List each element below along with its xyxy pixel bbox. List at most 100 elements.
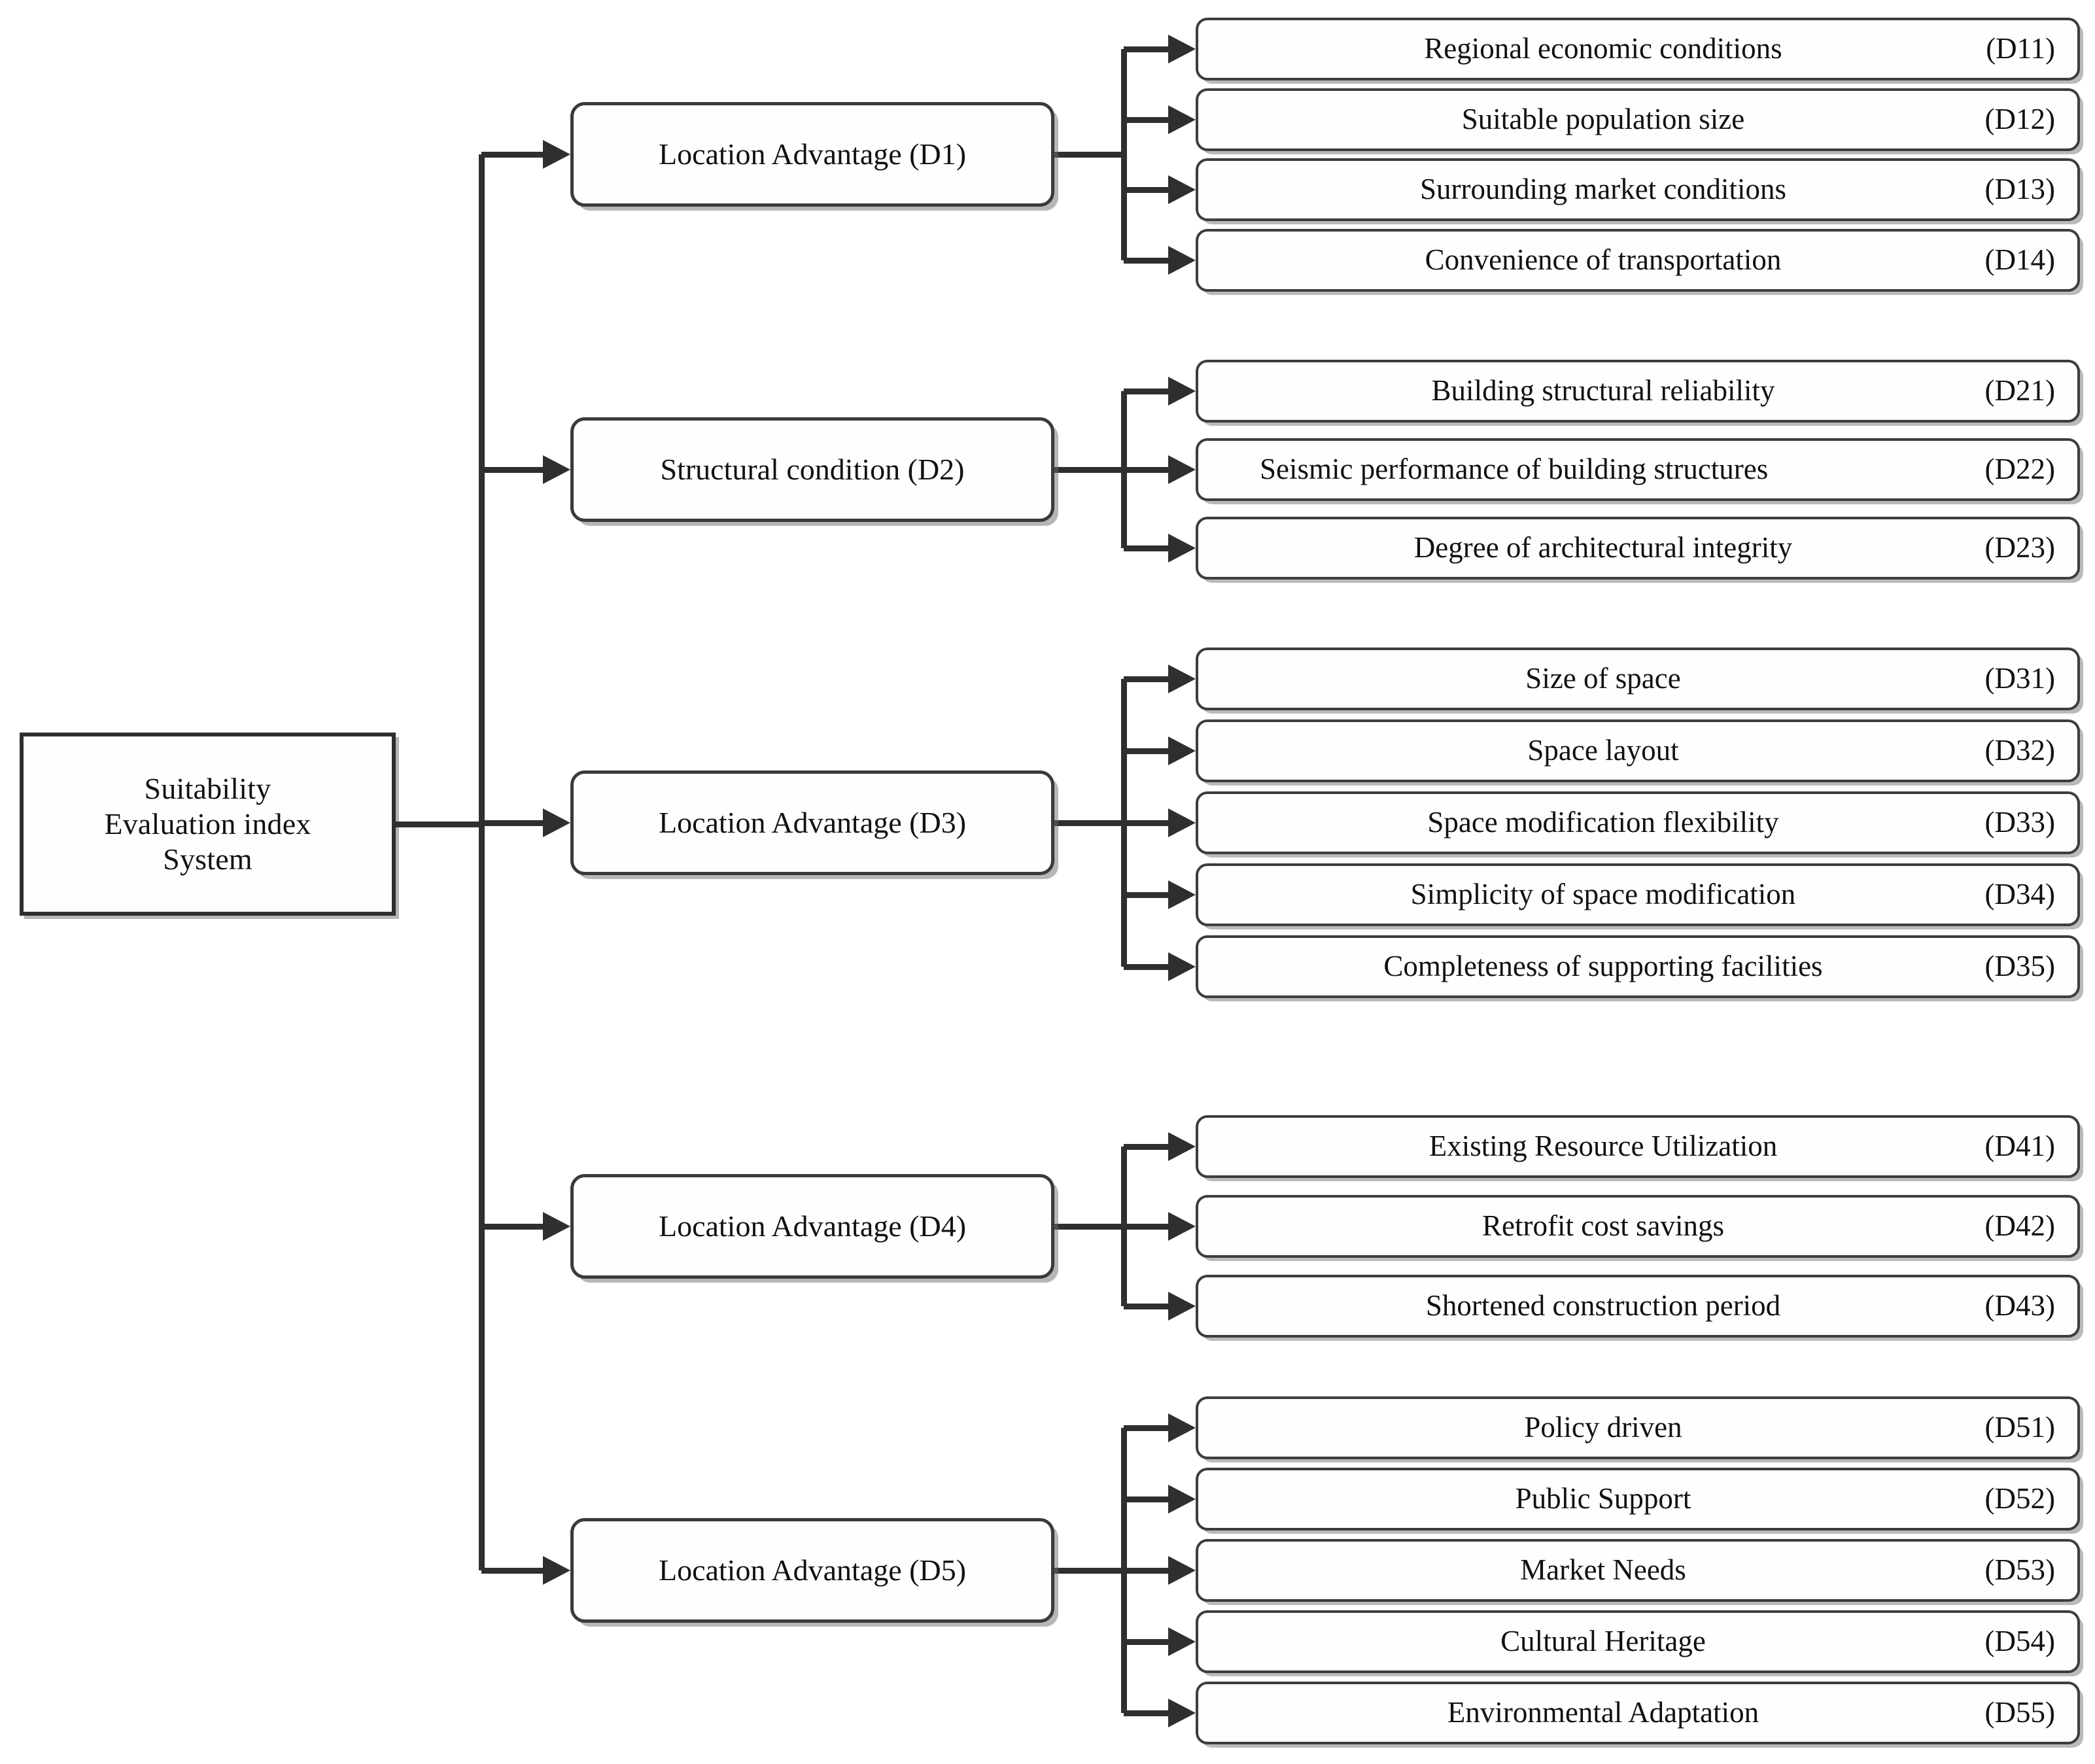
leaf-label-D35: Completeness of supporting facilities — [1383, 950, 1823, 983]
leaf-row-D14: Convenience of transportation(D14) — [1221, 243, 2055, 277]
leaf-label-D42: Retrofit cost savings — [1482, 1209, 1724, 1243]
root-node-label: Suitability Evaluation index System — [104, 771, 311, 878]
leaf-row-D33: Space modification flexibility (D33) — [1221, 805, 2055, 840]
leaf-branch-D5-5 — [1124, 1710, 1168, 1716]
leaf-label-D33: Space modification flexibility — [1427, 806, 1779, 839]
leaf-row-D21: Building structural reliability(D21) — [1221, 373, 2055, 408]
leaf-row-D32: Space layout(D32) — [1221, 733, 2055, 768]
arrow-to-leaf-D34 — [1168, 880, 1196, 909]
leaf-label-D13: Surrounding market conditions — [1420, 173, 1786, 206]
leaf-label-D34: Simplicity of space modification — [1410, 878, 1796, 911]
root-line-2: Evaluation index — [104, 806, 311, 840]
leaf-branch-D5-4 — [1124, 1639, 1168, 1645]
group-stem-D5 — [1054, 1568, 1124, 1574]
leaf-code-D21: (D21) — [1984, 374, 2055, 407]
leaf-branch-D5-2 — [1124, 1496, 1168, 1502]
leaf-code-D14: (D14) — [1984, 243, 2055, 276]
leaf-code-D22: (D22) — [1984, 453, 2055, 486]
group-node-label-D4: Location Advantage (D4) — [658, 1209, 967, 1243]
root-node: Suitability Evaluation index System — [20, 733, 396, 916]
leaf-code-D35: (D35) — [1984, 950, 2055, 983]
arrow-to-leaf-D22 — [1168, 455, 1196, 484]
trunk-branch-D3 — [481, 820, 543, 826]
group-node-label-D3: Location Advantage (D3) — [658, 805, 967, 839]
leaf-row-D42: Retrofit cost savings (D42) — [1221, 1209, 2055, 1243]
leaf-node-D42: Retrofit cost savings (D42) — [1196, 1195, 2080, 1258]
root-stem — [396, 821, 485, 827]
arrow-to-D1 — [543, 140, 570, 169]
leaf-branch-D1-3 — [1124, 187, 1168, 193]
leaf-code-D34: (D34) — [1984, 878, 2055, 911]
group-node-label-D1: Location Advantage (D1) — [658, 137, 967, 171]
group-stem-D3 — [1054, 820, 1124, 826]
leaf-label-D54: Cultural Heritage — [1500, 1625, 1706, 1658]
group-node-D5: Location Advantage (D5) — [570, 1518, 1054, 1623]
leaf-code-D42: (D42) — [1984, 1209, 2055, 1243]
leaf-label-D51: Policy driven — [1524, 1411, 1682, 1444]
leaf-node-D33: Space modification flexibility (D33) — [1196, 791, 2080, 854]
root-line-3: System — [163, 842, 252, 876]
group-spine-D1 — [1121, 49, 1127, 260]
root-line-1: Suitability — [144, 771, 271, 805]
leaf-branch-D1-2 — [1124, 116, 1168, 123]
arrow-to-leaf-D55 — [1168, 1699, 1196, 1727]
leaf-label-D12: Suitable population size — [1461, 102, 1745, 135]
arrow-to-leaf-D14 — [1168, 245, 1196, 275]
group-node-D1: Location Advantage (D1) — [570, 102, 1054, 207]
arrow-to-leaf-D33 — [1168, 808, 1196, 837]
arrow-to-leaf-D13 — [1168, 175, 1196, 204]
leaf-node-D43: Shortened construction period(D43) — [1196, 1275, 2080, 1338]
group-stem-D1 — [1054, 152, 1124, 158]
trunk-branch-D2 — [481, 467, 543, 473]
leaf-code-D53: (D53) — [1984, 1553, 2055, 1587]
leaf-code-D41: (D41) — [1984, 1130, 2055, 1163]
leaf-branch-D2-1 — [1124, 389, 1168, 394]
arrow-to-leaf-D51 — [1168, 1413, 1196, 1442]
trunk-branch-D4 — [481, 1224, 543, 1230]
leaf-row-D54: Cultural Heritage(D54) — [1221, 1624, 2055, 1659]
leaf-code-D11: (D11) — [1986, 32, 2055, 65]
leaf-node-D21: Building structural reliability(D21) — [1196, 360, 2080, 423]
leaf-code-D13: (D13) — [1984, 173, 2055, 206]
leaf-row-D41: Existing Resource Utilization(D41) — [1221, 1129, 2055, 1164]
leaf-row-D12: Suitable population size(D12) — [1221, 102, 2055, 137]
arrow-to-leaf-D42 — [1168, 1212, 1196, 1241]
leaf-node-D23: Degree of architectural integrity(D23) — [1196, 517, 2080, 579]
leaf-code-D33: (D33) — [1984, 806, 2055, 839]
leaf-branch-D1-1 — [1124, 46, 1168, 52]
leaf-label-D43: Shortened construction period — [1425, 1289, 1781, 1323]
arrow-to-D4 — [543, 1212, 570, 1241]
arrow-to-leaf-D54 — [1168, 1627, 1196, 1656]
group-node-D3: Location Advantage (D3) — [570, 770, 1054, 875]
leaf-row-D35: Completeness of supporting facilities (D3… — [1221, 949, 2055, 984]
arrow-to-leaf-D21 — [1168, 377, 1196, 406]
leaf-code-D32: (D32) — [1984, 734, 2055, 767]
leaf-node-D53: Market Needs(D53) — [1196, 1539, 2080, 1602]
leaf-branch-D3-3 — [1124, 820, 1168, 826]
trunk-branch-D5 — [481, 1568, 543, 1574]
leaf-node-D11: Regional economic conditions (D11) — [1196, 18, 2080, 80]
leaf-branch-D3-1 — [1124, 676, 1168, 682]
leaf-branch-D4-2 — [1124, 1224, 1168, 1230]
leaf-row-D43: Shortened construction period(D43) — [1221, 1288, 2055, 1323]
leaf-node-D14: Convenience of transportation(D14) — [1196, 228, 2080, 292]
leaf-row-D31: Size of space (D31) — [1221, 661, 2055, 696]
leaf-row-D13: Surrounding market conditions (D13) — [1221, 172, 2055, 207]
leaf-label-D55: Environmental Adaptation — [1447, 1696, 1759, 1729]
leaf-code-D31: (D31) — [1984, 662, 2055, 695]
group-node-label-D2: Structural condition (D2) — [660, 452, 965, 486]
arrow-to-leaf-D43 — [1168, 1292, 1196, 1321]
leaf-label-D31: Size of space — [1525, 662, 1681, 695]
group-node-D2: Structural condition (D2) — [570, 417, 1054, 522]
leaf-node-D13: Surrounding market conditions (D13) — [1196, 158, 2080, 221]
arrow-to-leaf-D53 — [1168, 1556, 1196, 1585]
group-node-label-D5: Location Advantage (D5) — [658, 1553, 967, 1587]
arrow-to-leaf-D32 — [1168, 736, 1196, 765]
leaf-code-D55: (D55) — [1984, 1696, 2055, 1729]
leaf-label-D11: Regional economic conditions — [1424, 32, 1782, 65]
arrow-to-D5 — [543, 1556, 570, 1585]
leaf-row-D52: Public Support(D52) — [1221, 1481, 2055, 1516]
group-stem-D4 — [1054, 1224, 1124, 1230]
leaf-branch-D3-5 — [1124, 964, 1168, 970]
